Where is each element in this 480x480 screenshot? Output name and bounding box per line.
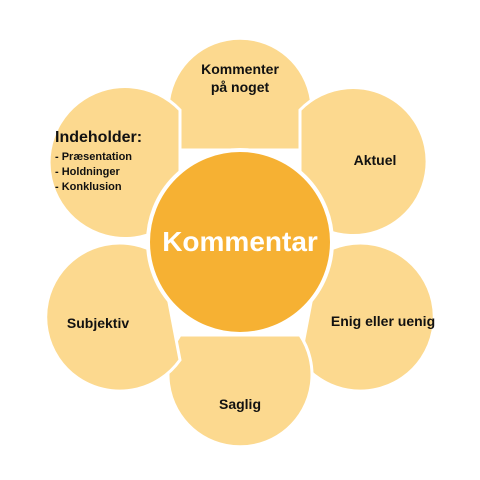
petal-lower-left-shape [44,241,182,393]
petal-upper-right-line-1: Aktuel [354,152,397,168]
petal-upper-left: Indeholder: - Præsentation - Holdninger … [47,85,182,241]
petal-bottom: Saglig [166,333,314,449]
petal-bottom-shape [166,333,314,449]
center-circle [146,148,334,336]
petal-lower-right: Enig eller uenig [298,241,436,393]
petal-upper-left-item-2: - Holdninger [55,166,120,178]
petal-upper-left-shape [47,85,182,241]
center-label: Kommentar [162,226,318,257]
petal-lower-right-line-1: Enig eller uenig [331,313,435,329]
petal-top-line-1: Kommenter [201,61,279,77]
petal-lower-right-shape [298,241,436,393]
petal-upper-left-heading: Indeholder: [55,129,142,146]
petal-upper-right-shape [298,86,429,238]
center-node: Kommentar [146,148,334,336]
petal-upper-right: Aktuel [298,86,429,238]
petal-lower-left-line-1: Subjektiv [67,315,129,331]
petal-upper-left-item-3: - Konklusion [55,181,122,193]
petal-bottom-line-1: Saglig [219,396,261,412]
petal-lower-left: Subjektiv [44,241,182,393]
petal-top: Kommenter på noget [166,36,314,152]
petal-top-line-2: på noget [211,79,270,95]
petal-upper-left-item-1: - Præsentation [55,151,132,163]
